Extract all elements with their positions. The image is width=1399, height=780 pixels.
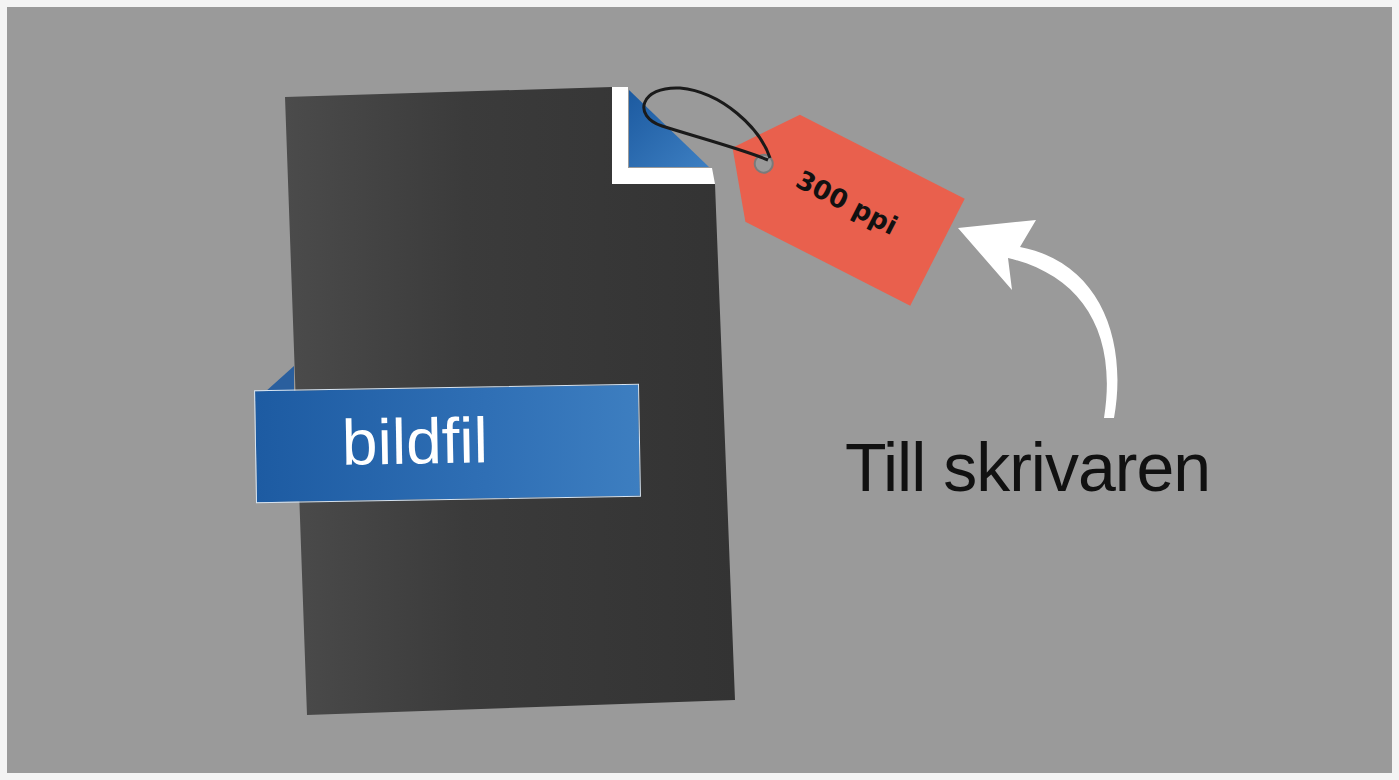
curved-arrow bbox=[958, 220, 1117, 418]
file-ribbon: bildfil bbox=[254, 384, 641, 504]
note-text: Till skrivaren bbox=[845, 428, 1210, 506]
background-panel bbox=[7, 7, 1392, 773]
ribbon-text: bildfil bbox=[341, 405, 488, 478]
folded-corner-edge bbox=[612, 87, 715, 184]
folded-corner bbox=[629, 90, 709, 167]
tag-body bbox=[705, 94, 964, 305]
tag-hole bbox=[752, 152, 776, 176]
